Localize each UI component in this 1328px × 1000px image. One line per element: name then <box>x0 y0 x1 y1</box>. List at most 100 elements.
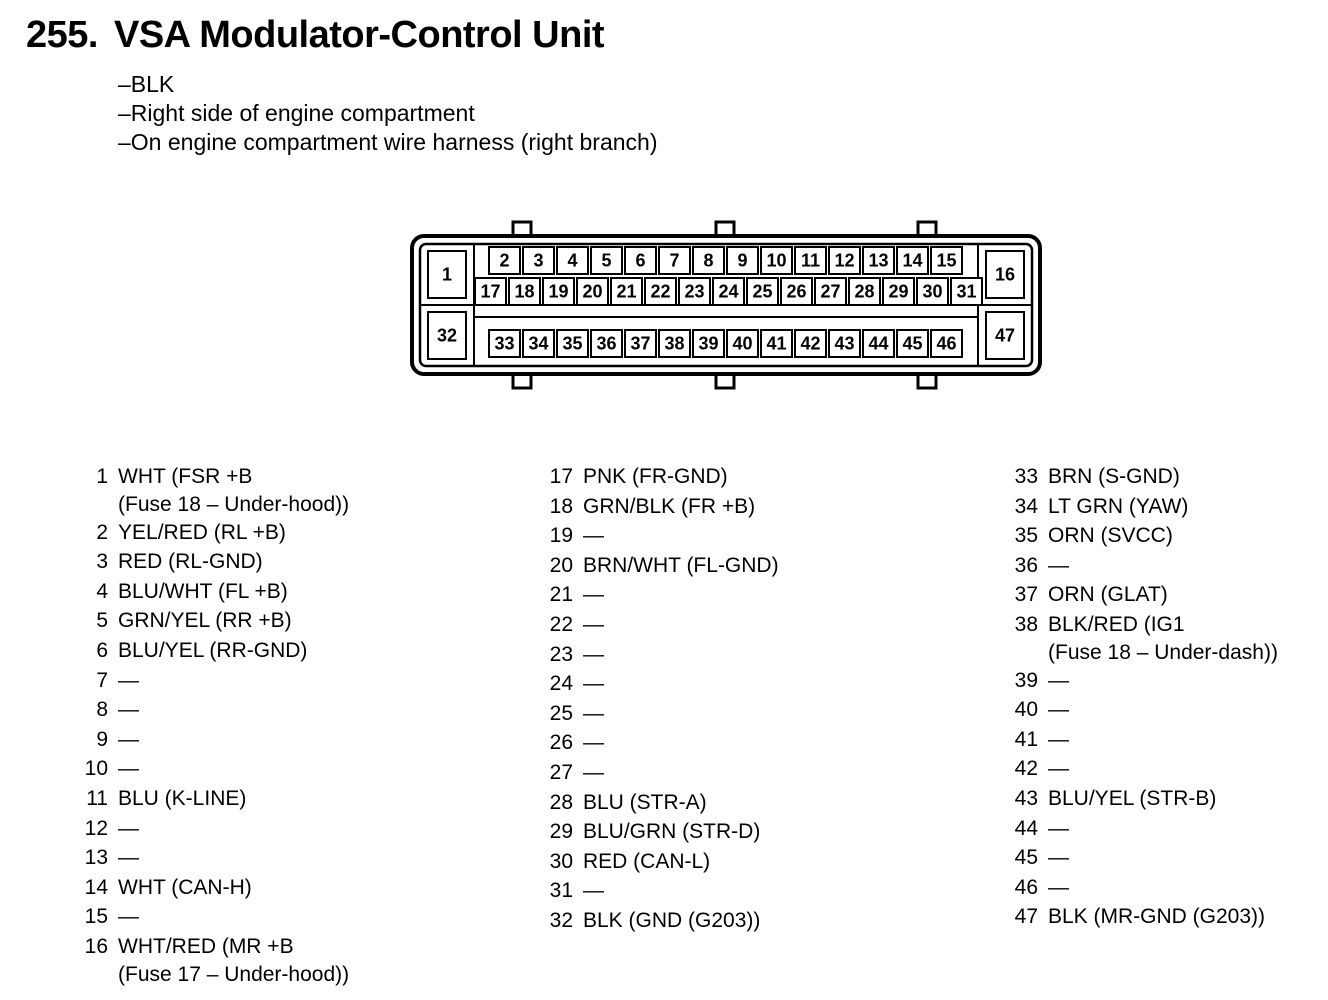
pin-label: 14 <box>902 251 922 271</box>
pin-description: GRN/BLK (FR +B) <box>583 494 756 518</box>
pin-label: 27 <box>820 282 840 302</box>
pin-cell-39 <box>692 329 725 358</box>
pin-number: 27 <box>549 760 573 784</box>
pin-description: BLK/RED (IG1 <box>1048 612 1185 636</box>
pin-number: 14 <box>84 875 108 899</box>
pin-row-25: 25— <box>535 699 779 729</box>
pin-description: — <box>583 612 604 636</box>
pin-number: 35 <box>1014 524 1038 548</box>
pin-row-8: 8— <box>70 695 349 725</box>
pin-description: — <box>583 701 604 725</box>
pin-row-27: 27— <box>535 758 779 788</box>
pin-label: 21 <box>616 282 636 302</box>
pin-cell-35 <box>556 329 589 358</box>
pin-cell-8 <box>692 246 725 275</box>
pin-number: 15 <box>84 905 108 929</box>
pin-label: 47 <box>995 326 1015 346</box>
note-color: BLK <box>118 70 657 99</box>
pin-number: 22 <box>549 612 573 636</box>
pin-number: 33 <box>1014 465 1038 488</box>
pin-label: 30 <box>922 282 942 302</box>
pin-description: — <box>583 583 604 607</box>
pin-number: 40 <box>1014 698 1038 722</box>
pin-cell-32 <box>427 311 467 360</box>
pin-cell-4 <box>556 246 589 275</box>
pin-description: — <box>1048 816 1069 840</box>
pin-number: 42 <box>1014 757 1038 781</box>
pin-number: 34 <box>1014 494 1038 518</box>
pin-cell-16 <box>985 250 1025 299</box>
pin-description: — <box>118 668 139 692</box>
pin-number: 5 <box>96 609 108 633</box>
pin-number: 3 <box>96 550 108 574</box>
pin-label: 36 <box>596 334 616 354</box>
pin-row-44: 44 — <box>1000 814 1278 844</box>
pin-row-45: 45— <box>1000 843 1278 873</box>
pin-description: BLK (MR-GND (G203)) <box>1048 905 1266 929</box>
pin-description: GRN/YEL (RR +B) <box>118 609 292 633</box>
pin-label: 15 <box>936 251 956 271</box>
pin-cell-30 <box>916 277 949 306</box>
pin-cell-41 <box>760 329 793 358</box>
pin-label: 35 <box>562 334 582 354</box>
pin-label: 37 <box>630 334 650 354</box>
pin-label: 22 <box>650 282 670 302</box>
pin-number: 19 <box>549 524 573 548</box>
pin-label: 40 <box>732 334 752 354</box>
pin-cell-43 <box>828 329 861 358</box>
pin-number: 2 <box>96 520 108 544</box>
pin-cell-2 <box>488 246 521 275</box>
pin-number: 44 <box>1014 816 1038 840</box>
pin-number: 16 <box>84 934 108 958</box>
pin-number: 11 <box>86 786 108 810</box>
pin-cell-47 <box>985 311 1025 360</box>
pin-number: 7 <box>96 668 108 692</box>
pin-description: — <box>118 846 139 870</box>
pin-description: ORN (SVCC) <box>1048 524 1173 548</box>
pin-number: 24 <box>549 672 573 696</box>
pin-cell-44 <box>862 329 895 358</box>
pin-number: 39 <box>1014 668 1038 692</box>
pin-cell-27 <box>814 277 847 306</box>
pin-label: 13 <box>868 251 888 271</box>
pin-number: 29 <box>549 820 573 844</box>
pin-row-23: 23— <box>535 640 779 670</box>
pin-description: — <box>118 816 139 840</box>
pin-label: 39 <box>698 334 718 354</box>
pin-number: 1 <box>96 465 108 488</box>
pin-cell-5 <box>590 246 623 275</box>
pin-cell-40 <box>726 329 759 358</box>
pin-number: 9 <box>96 727 108 751</box>
pin-label: 23 <box>684 282 704 302</box>
pin-row-42: 42— <box>1000 754 1278 784</box>
connector-notes: BLK Right side of engine compartment On … <box>118 70 658 157</box>
pin-row-7: 7— <box>70 666 349 696</box>
pin-description: BLU/YEL (RR-GND) <box>118 638 308 662</box>
pin-description: RED (CAN-L) <box>583 849 711 873</box>
pin-row-12: 12— <box>70 814 349 844</box>
pin-row-15: 15— <box>70 902 349 932</box>
pin-label: 20 <box>582 282 602 302</box>
pin-description: BLU (STR-A) <box>583 790 707 814</box>
pin-number: 10 <box>84 757 108 781</box>
pin-description: YEL/RED (RL +B) <box>118 520 286 544</box>
pin-description: WHT (CAN-H) <box>118 875 252 899</box>
connector-number: 255. <box>26 14 98 56</box>
pin-description: BLK (GND (G203)) <box>583 908 761 932</box>
pin-number: 41 <box>1014 727 1038 751</box>
pin-cell-25 <box>746 277 779 306</box>
pin-number: 21 <box>549 583 573 607</box>
pin-row-19: 19— <box>535 521 779 551</box>
pin-number: 30 <box>549 849 573 873</box>
pin-number: 4 <box>96 579 108 603</box>
pin-cell-31 <box>950 277 983 306</box>
